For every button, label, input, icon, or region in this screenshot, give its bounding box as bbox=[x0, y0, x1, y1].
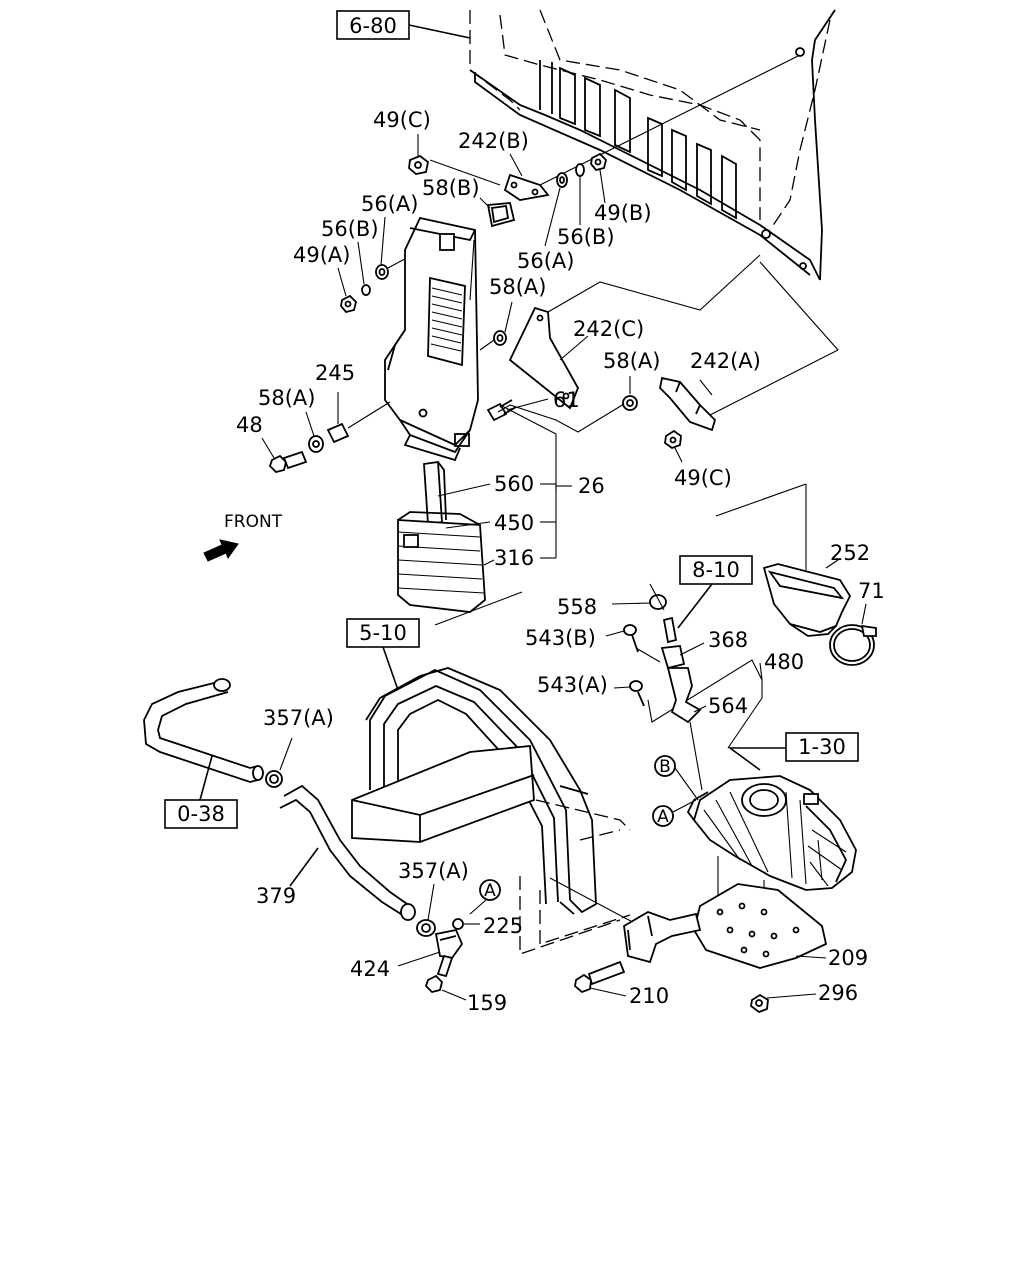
label-242c: 242(C) bbox=[573, 317, 644, 341]
label-56b-right: 56(B) bbox=[557, 225, 615, 249]
label-242b: 242(B) bbox=[458, 129, 529, 153]
label-56a-left: 56(A) bbox=[361, 192, 418, 216]
oring-225 bbox=[452, 918, 480, 930]
label-357a-bottom: 357(A) bbox=[398, 859, 469, 883]
nut-296 bbox=[750, 993, 817, 1014]
label-front: FRONT bbox=[224, 512, 283, 532]
label-210: 210 bbox=[629, 984, 669, 1008]
cab-back-panel bbox=[469, 9, 836, 281]
label-49c-bottom: 49(C) bbox=[674, 466, 732, 490]
nut-49a bbox=[337, 267, 357, 314]
label-368: 368 bbox=[708, 628, 748, 652]
ref-1-30-label: 1-30 bbox=[798, 735, 846, 759]
bracket-209 bbox=[623, 883, 828, 969]
label-560: 560 bbox=[494, 472, 534, 496]
grommet-58a-mid bbox=[479, 301, 513, 351]
label-58a-left: 58(A) bbox=[258, 386, 315, 410]
bolt-159 bbox=[424, 954, 467, 1001]
label-48: 48 bbox=[236, 413, 263, 437]
ref-6-80[interactable]: 6-80 bbox=[336, 10, 471, 40]
label-159: 159 bbox=[467, 991, 507, 1015]
bolt-48 bbox=[261, 437, 308, 473]
spacer-245 bbox=[326, 392, 391, 444]
label-245: 245 bbox=[315, 361, 355, 385]
marker-b-label: B bbox=[659, 757, 671, 777]
inlet-252 bbox=[715, 483, 852, 637]
grommet-58a-left bbox=[305, 411, 324, 453]
ref-5-10[interactable]: 5-10 bbox=[346, 618, 420, 691]
label-357a-top: 357(A) bbox=[263, 706, 334, 730]
label-316: 316 bbox=[494, 546, 534, 570]
ref-5-10-label: 5-10 bbox=[359, 621, 407, 645]
nut-49c-top bbox=[408, 134, 429, 175]
ref-0-38[interactable]: 0-38 bbox=[164, 799, 238, 829]
hose-379 bbox=[279, 784, 416, 921]
label-480: 480 bbox=[764, 650, 804, 674]
label-49a: 49(A) bbox=[293, 243, 350, 267]
cap-558 bbox=[611, 583, 667, 611]
marker-b: B bbox=[654, 755, 699, 801]
front-arrow-icon bbox=[203, 539, 239, 562]
washer-56a-right bbox=[544, 172, 568, 247]
marker-a-upper: A bbox=[652, 799, 697, 827]
marker-a-upper-label: A bbox=[657, 807, 669, 827]
label-61: 61 bbox=[553, 388, 580, 412]
ref-0-38-label: 0-38 bbox=[177, 802, 225, 826]
bolt-210 bbox=[574, 960, 627, 997]
label-564: 564 bbox=[708, 694, 748, 718]
label-543a: 543(A) bbox=[537, 673, 608, 697]
label-56a-right: 56(A) bbox=[517, 249, 574, 273]
marker-a-lower-label: A bbox=[484, 881, 496, 901]
marker-a-lower: A bbox=[469, 879, 501, 915]
label-296: 296 bbox=[818, 981, 858, 1005]
clamp-71 bbox=[829, 603, 877, 666]
label-209: 209 bbox=[828, 946, 868, 970]
bracket-242b bbox=[429, 54, 801, 201]
label-26: 26 bbox=[578, 474, 605, 498]
front-indicator: FRONT bbox=[203, 512, 283, 562]
precleaner-26 bbox=[397, 404, 572, 626]
indicator-368 bbox=[660, 616, 705, 670]
label-49b: 49(B) bbox=[594, 201, 652, 225]
label-450: 450 bbox=[494, 511, 534, 535]
bracket-480 bbox=[647, 659, 763, 749]
label-58b: 58(B) bbox=[422, 176, 480, 200]
bracket-564 bbox=[666, 667, 707, 724]
air-intake-duct bbox=[384, 216, 479, 462]
label-56b-left: 56(B) bbox=[321, 217, 379, 241]
fitting-424 bbox=[397, 928, 464, 967]
label-379: 379 bbox=[256, 884, 296, 908]
label-58a-right: 58(A) bbox=[603, 349, 660, 373]
label-242a: 242(A) bbox=[690, 349, 761, 373]
bracket-242c bbox=[508, 254, 761, 410]
nut-49c-bottom bbox=[664, 429, 683, 463]
ref-6-80-label: 6-80 bbox=[349, 14, 397, 38]
screw-543b bbox=[605, 624, 661, 663]
ref-1-30[interactable]: 1-30 bbox=[727, 732, 859, 771]
grommet-58a-right bbox=[622, 376, 638, 411]
washer-56b-right bbox=[575, 163, 585, 225]
clamp-357a-top bbox=[265, 737, 293, 788]
label-71: 71 bbox=[858, 579, 885, 603]
label-49c-top: 49(C) bbox=[373, 108, 431, 132]
bolt-61 bbox=[486, 398, 549, 422]
label-225: 225 bbox=[483, 914, 523, 938]
washer-56b-left bbox=[357, 241, 371, 296]
label-543b: 543(B) bbox=[525, 626, 596, 650]
clamp-357a-bottom bbox=[416, 883, 436, 937]
mount-58b bbox=[479, 197, 516, 228]
ref-8-10-label: 8-10 bbox=[692, 558, 740, 582]
label-424: 424 bbox=[350, 957, 390, 981]
nut-49b bbox=[590, 152, 607, 204]
label-252: 252 bbox=[830, 541, 870, 565]
screw-543a bbox=[613, 680, 645, 707]
label-58a-mid: 58(A) bbox=[489, 275, 546, 299]
ref-8-10[interactable]: 8-10 bbox=[677, 555, 753, 629]
pipe-0-38 bbox=[143, 678, 264, 801]
bracket-242a bbox=[659, 261, 839, 432]
label-558: 558 bbox=[557, 595, 597, 619]
frame-bar bbox=[351, 667, 641, 955]
